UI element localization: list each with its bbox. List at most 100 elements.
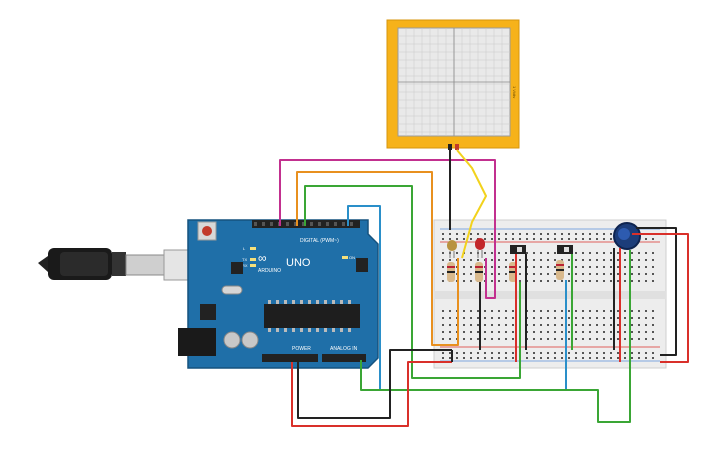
breadboard-hole (442, 252, 444, 254)
breadboard-hole (484, 357, 486, 359)
digital-header-label: DIGITAL (PWM~) (300, 238, 339, 244)
breadboard-hole (568, 352, 570, 354)
breadboard-hole (491, 273, 493, 275)
breadboard-hole (442, 310, 444, 312)
arduino-uno-board[interactable]: DIGITAL (PWM~) ∞ ARDUINO UNO L TX RX ON (178, 219, 379, 369)
breadboard-hole (491, 357, 493, 359)
breadboard-hole (470, 280, 472, 282)
breadboard-hole (554, 331, 556, 333)
breadboard-hole (442, 338, 444, 340)
breadboard-hole (498, 317, 500, 319)
wire-red-pot[interactable] (632, 233, 689, 363)
breadboard-hole (533, 317, 535, 319)
wire-green-a[interactable] (304, 185, 521, 379)
icsp-header (356, 258, 368, 272)
breadboard[interactable] (433, 219, 667, 369)
breadboard-hole (533, 280, 535, 282)
breadboard-hole (554, 280, 556, 282)
breadboard-hole (540, 317, 542, 319)
breadboard-hole (652, 238, 654, 240)
breadboard-hole (652, 259, 654, 261)
on-led (342, 256, 348, 259)
breadboard-hole (568, 317, 570, 319)
breadboard-hole (498, 259, 500, 261)
scope-scale-label: 1 V/div (512, 86, 517, 98)
wire-black-gnd[interactable] (297, 349, 452, 419)
breadboard-hole (533, 252, 535, 254)
breadboard-hole (505, 357, 507, 359)
slide-switch-2[interactable] (557, 245, 573, 254)
breadboard-hole (498, 233, 500, 235)
breadboard-hole (561, 259, 563, 261)
breadboard-hole (652, 324, 654, 326)
scope-probe-pos[interactable] (455, 144, 459, 150)
arduino-brand-label: ARDUINO (258, 268, 281, 274)
breadboard-hole (449, 357, 451, 359)
breadboard-hole (484, 317, 486, 319)
wire-red-5v[interactable] (291, 361, 452, 427)
slide-switch-1[interactable] (510, 245, 526, 254)
breadboard-hole (603, 266, 605, 268)
breadboard-hole (470, 331, 472, 333)
breadboard-hole (512, 331, 514, 333)
breadboard-hole (645, 280, 647, 282)
breadboard-hole (547, 238, 549, 240)
breadboard-hole (554, 266, 556, 268)
wire-green-b[interactable] (360, 250, 631, 423)
breadboard-hole (589, 310, 591, 312)
breadboard-hole (638, 273, 640, 275)
scope-probe-neg[interactable] (448, 144, 452, 150)
breadboard-hole (540, 273, 542, 275)
breadboard-hole (463, 233, 465, 235)
wire-blue[interactable] (347, 205, 567, 391)
breadboard-hole (498, 352, 500, 354)
breadboard-hole (638, 266, 640, 268)
potentiometer[interactable] (613, 222, 641, 250)
breadboard-hole (449, 317, 451, 319)
breadboard-hole (617, 331, 619, 333)
breadboard-hole (589, 252, 591, 254)
led-yellow[interactable] (447, 240, 457, 258)
wire-orange[interactable] (296, 171, 459, 346)
breadboard-hole (631, 273, 633, 275)
breadboard-hole (589, 317, 591, 319)
breadboard-hole (505, 252, 507, 254)
wire-yellow-probe[interactable] (456, 149, 487, 259)
breadboard-hole (526, 252, 528, 254)
breadboard-hole (442, 280, 444, 282)
breadboard-hole (617, 317, 619, 319)
power-jack[interactable] (178, 328, 216, 356)
breadboard-hole (610, 324, 612, 326)
breadboard-hole (463, 357, 465, 359)
breadboard-hole (638, 331, 640, 333)
breadboard-hole (540, 357, 542, 359)
breadboard-hole (582, 259, 584, 261)
breadboard-hole (547, 273, 549, 275)
breadboard-hole (652, 310, 654, 312)
breadboard-hole (610, 252, 612, 254)
breadboard-hole (582, 252, 584, 254)
breadboard-hole (554, 273, 556, 275)
breadboard-hole (512, 324, 514, 326)
oscilloscope[interactable]: 1 V/div (386, 19, 520, 150)
breadboard-hole (533, 259, 535, 261)
breadboard-hole (533, 310, 535, 312)
breadboard-hole (533, 357, 535, 359)
breadboard-hole (540, 252, 542, 254)
power-header-label: POWER (292, 346, 311, 352)
breadboard-hole (470, 259, 472, 261)
breadboard-hole (512, 357, 514, 359)
breadboard-hole (463, 310, 465, 312)
led-red[interactable] (475, 238, 485, 258)
breadboard-hole (533, 266, 535, 268)
breadboard-hole (449, 331, 451, 333)
wire-magenta[interactable] (279, 159, 496, 299)
breadboard-hole (638, 338, 640, 340)
wire-black-pot[interactable] (636, 227, 677, 356)
breadboard-hole (456, 352, 458, 354)
breadboard-hole (575, 273, 577, 275)
breadboard-hole (631, 317, 633, 319)
usb-cable[interactable] (38, 248, 205, 281)
breadboard-hole (463, 352, 465, 354)
breadboard-hole (617, 273, 619, 275)
